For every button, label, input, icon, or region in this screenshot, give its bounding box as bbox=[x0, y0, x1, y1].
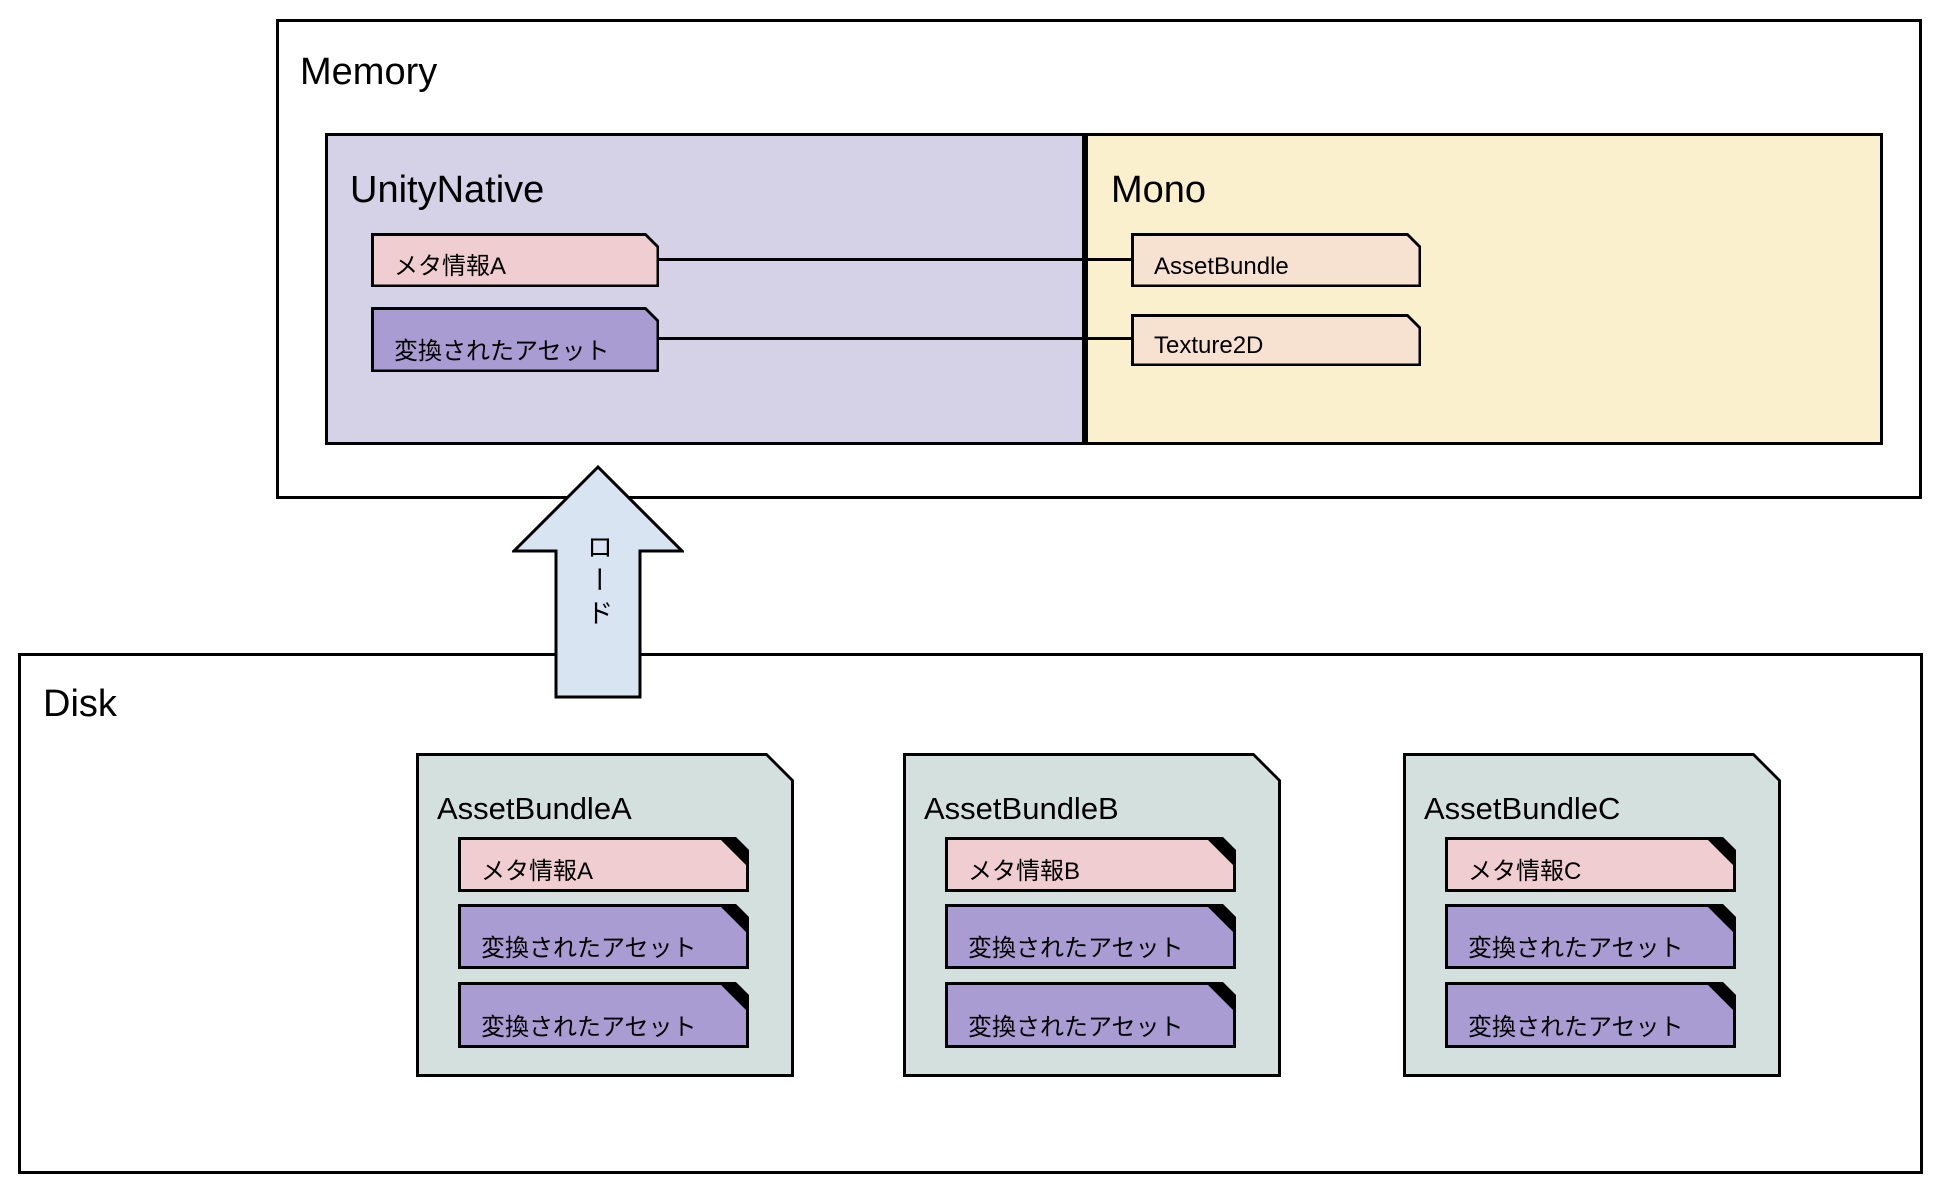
card-fill bbox=[461, 840, 746, 889]
texture2d-card-mono: Texture2D bbox=[1131, 314, 1421, 366]
meta-info-c-card-disk: メタ情報C bbox=[1445, 837, 1736, 892]
up-arrow-shape bbox=[512, 465, 684, 699]
unity-native-title: UnityNative bbox=[350, 169, 545, 211]
load-arrow: ロード bbox=[512, 465, 684, 699]
converted-asset-card-c2: 変換されたアセット bbox=[1445, 982, 1736, 1048]
assetbundle-card-mono: AssetBundle bbox=[1131, 233, 1421, 287]
converted-asset-card-a1: 変換されたアセット bbox=[458, 904, 749, 969]
asset-bundle-b-title: AssetBundleB bbox=[924, 791, 1119, 826]
unity-native-region: UnityNative bbox=[325, 133, 1085, 445]
asset-bundle-c-card: AssetBundleC メタ情報C 変換されたアセット 変換されたアセット bbox=[1403, 753, 1781, 1077]
mono-region: Mono bbox=[1085, 133, 1883, 445]
card-fill bbox=[461, 985, 746, 1045]
connector-meta-assetbundle-line bbox=[659, 258, 1133, 261]
assetbundle-label-mono: AssetBundle bbox=[1154, 253, 1289, 280]
card-fill bbox=[1448, 985, 1733, 1045]
converted-asset-card-b1: 変換されたアセット bbox=[945, 904, 1236, 969]
meta-info-a-card-memory: メタ情報A bbox=[371, 233, 659, 287]
card-fill bbox=[1448, 907, 1733, 966]
meta-info-b-card-disk: メタ情報B bbox=[945, 837, 1236, 892]
converted-asset-card-a2: 変換されたアセット bbox=[458, 982, 749, 1048]
meta-info-c-label-disk: メタ情報C bbox=[1468, 858, 1582, 885]
asset-bundle-a-title: AssetBundleA bbox=[437, 791, 632, 826]
texture2d-label-mono: Texture2D bbox=[1154, 332, 1264, 359]
converted-asset-label-memory: 変換されたアセット bbox=[394, 338, 610, 365]
load-arrow-label: ロード bbox=[582, 533, 613, 632]
meta-info-b-label-disk: メタ情報B bbox=[968, 858, 1081, 885]
card-fill bbox=[948, 985, 1233, 1045]
converted-asset-label-c2: 変換されたアセット bbox=[1468, 1014, 1684, 1041]
converted-asset-label-b1: 変換されたアセット bbox=[968, 935, 1184, 962]
card-fill bbox=[948, 840, 1233, 889]
disk-title: Disk bbox=[43, 683, 117, 725]
asset-bundle-a-card: AssetBundleA メタ情報A 変換されたアセット 変換されたアセット bbox=[416, 753, 794, 1077]
card-fill bbox=[374, 310, 657, 370]
converted-asset-label-a2: 変換されたアセット bbox=[481, 1014, 697, 1041]
meta-info-a-card-disk: メタ情報A bbox=[458, 837, 749, 892]
converted-asset-label-c1: 変換されたアセット bbox=[1468, 935, 1684, 962]
connector-asset-texture2d-line bbox=[659, 337, 1133, 340]
converted-asset-card-b2: 変換されたアセット bbox=[945, 982, 1236, 1048]
asset-bundle-b-card: AssetBundleB メタ情報B 変換されたアセット 変換されたアセット bbox=[903, 753, 1281, 1077]
memory-title: Memory bbox=[300, 51, 438, 93]
meta-info-a-label-disk: メタ情報A bbox=[481, 858, 594, 885]
card-fill bbox=[948, 907, 1233, 966]
card-fill bbox=[461, 907, 746, 966]
asset-bundle-c-title: AssetBundleC bbox=[1424, 791, 1621, 826]
converted-asset-label-a1: 変換されたアセット bbox=[481, 935, 697, 962]
converted-asset-card-memory: 変換されたアセット bbox=[371, 307, 659, 372]
card-fill bbox=[374, 236, 657, 285]
card-fill bbox=[1134, 236, 1419, 285]
converted-asset-card-c1: 変換されたアセット bbox=[1445, 904, 1736, 969]
meta-info-a-label-memory: メタ情報A bbox=[394, 253, 507, 280]
card-fill bbox=[1448, 840, 1733, 889]
converted-asset-label-b2: 変換されたアセット bbox=[968, 1014, 1184, 1041]
mono-title: Mono bbox=[1111, 169, 1207, 211]
card-fill bbox=[1134, 317, 1419, 364]
